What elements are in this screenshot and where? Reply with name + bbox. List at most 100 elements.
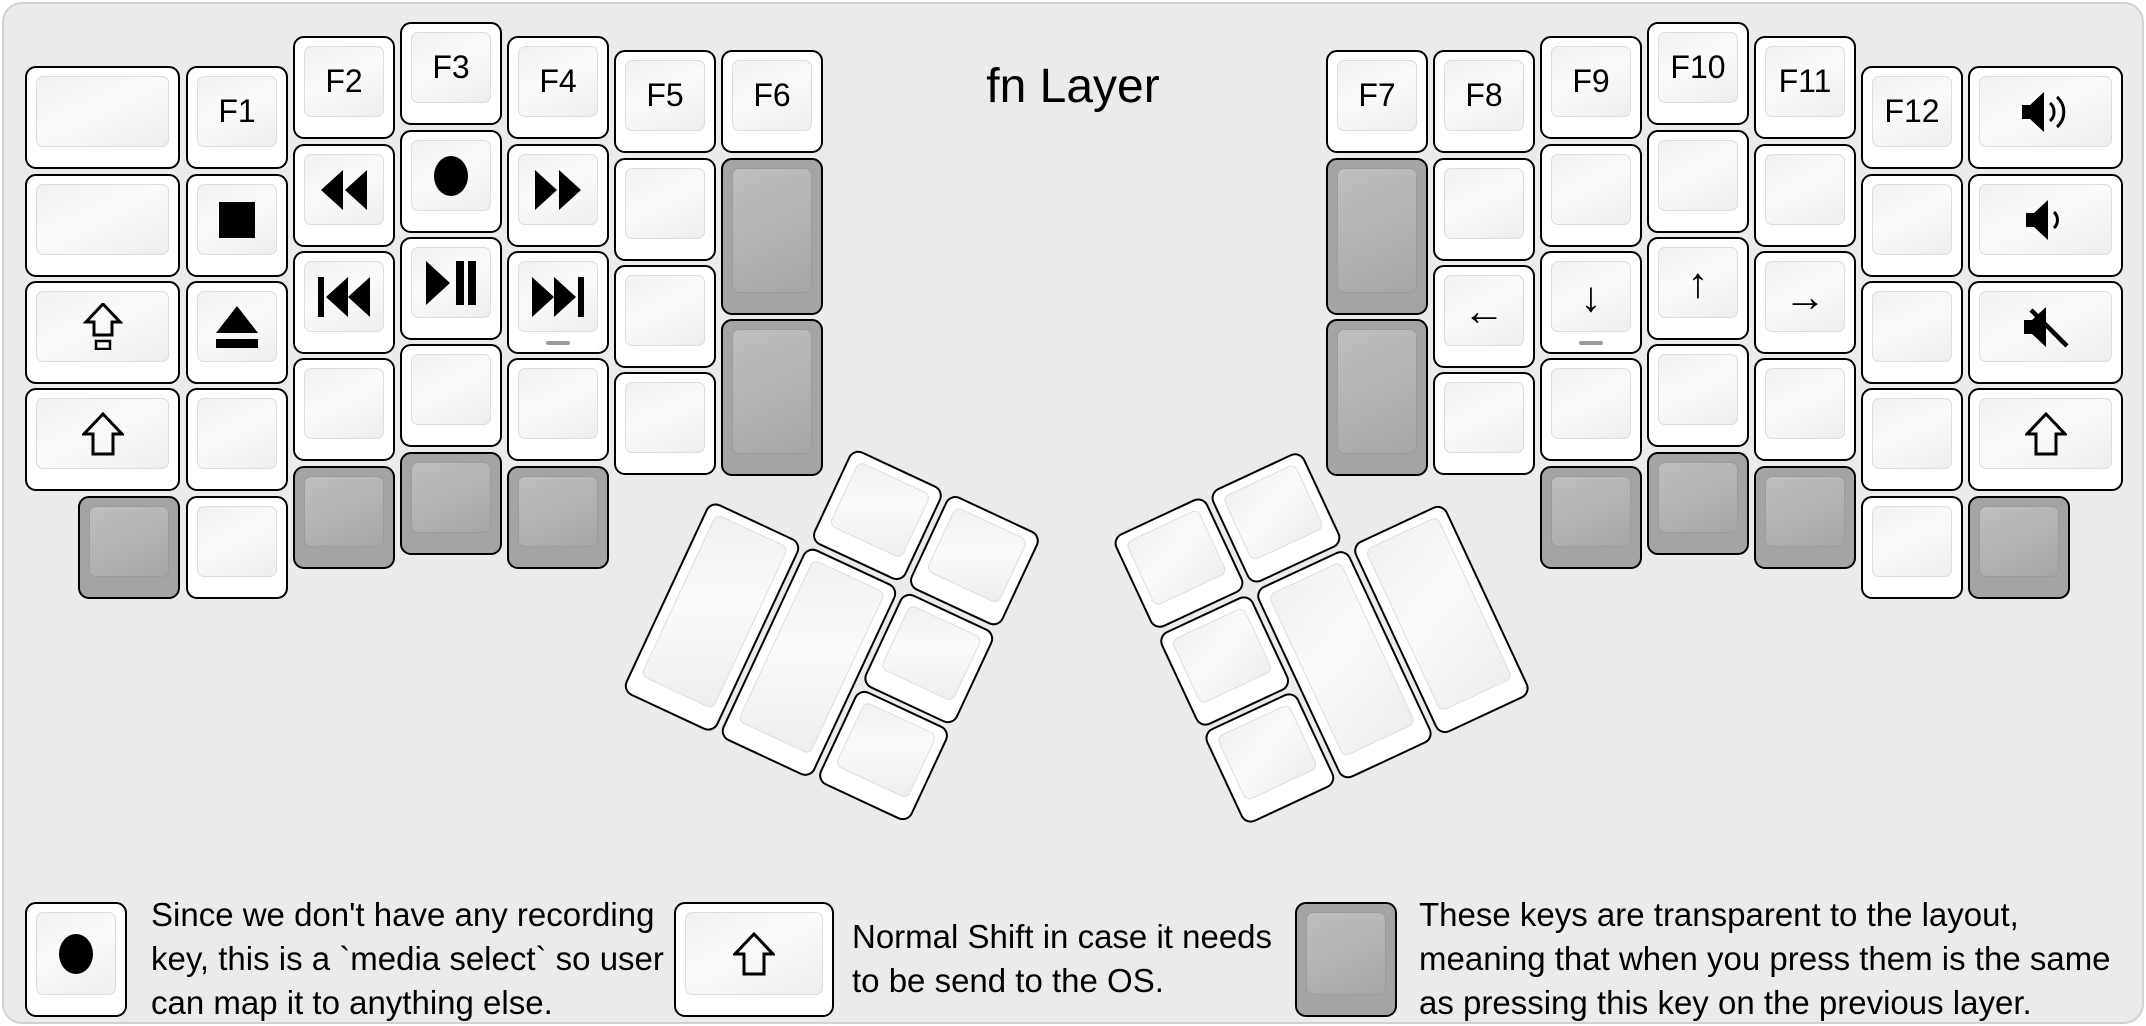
key-legend-text: → xyxy=(1784,272,1826,320)
key-transparent[interactable] xyxy=(507,466,609,569)
key-legend-text: F3 xyxy=(432,49,470,85)
playpause-icon xyxy=(426,260,476,305)
key-blank[interactable] xyxy=(400,344,502,447)
key-blank[interactable] xyxy=(186,388,288,491)
keycap-face: F2 xyxy=(304,46,384,117)
key-eject[interactable] xyxy=(186,281,288,384)
key-f7[interactable]: F7 xyxy=(1326,50,1428,153)
key-stop[interactable] xyxy=(186,174,288,277)
keycap-face xyxy=(1979,76,2112,147)
key-legend-text: F10 xyxy=(1670,49,1726,85)
key-rewind[interactable] xyxy=(293,144,395,247)
keycap-face xyxy=(89,506,169,577)
key-f2[interactable]: F2 xyxy=(293,36,395,139)
keycap-face xyxy=(518,154,598,225)
key-shift[interactable] xyxy=(25,388,180,491)
key-f5[interactable]: F5 xyxy=(614,50,716,153)
key-blank[interactable] xyxy=(1861,281,1963,384)
key-f11[interactable]: F11 xyxy=(1754,36,1856,139)
keycap-face xyxy=(685,912,823,995)
key-next-track[interactable] xyxy=(507,251,609,354)
key-blank[interactable] xyxy=(507,358,609,461)
homing-dash xyxy=(546,341,570,345)
key-f4[interactable]: F4 xyxy=(507,36,609,139)
key-blank[interactable] xyxy=(1433,158,1535,261)
next-icon xyxy=(532,276,584,317)
key-f6[interactable]: F6 xyxy=(721,50,823,153)
key-transparent[interactable] xyxy=(1754,466,1856,569)
keycap-face xyxy=(411,354,491,425)
keycap-face xyxy=(304,368,384,439)
stop-icon xyxy=(218,201,256,239)
key-record[interactable] xyxy=(400,130,502,233)
keycap-face xyxy=(197,291,277,362)
keycap-face xyxy=(518,261,598,332)
key-blank[interactable] xyxy=(1754,144,1856,247)
key-f12[interactable]: F12 xyxy=(1861,66,1963,169)
key-blank[interactable] xyxy=(1647,344,1749,447)
key-transparent[interactable] xyxy=(1326,319,1428,476)
key-f10[interactable]: F10 xyxy=(1647,22,1749,125)
legend-text-line: meaning that when you press them is the … xyxy=(1419,940,2111,977)
key-volume-up[interactable] xyxy=(1968,66,2123,169)
key-blank[interactable] xyxy=(1433,372,1535,475)
key-blank[interactable] xyxy=(293,358,395,461)
key-play-pause[interactable] xyxy=(400,237,502,340)
key-legend-text: F9 xyxy=(1572,63,1610,99)
key-blank[interactable] xyxy=(614,158,716,261)
key-transparent[interactable] xyxy=(1540,466,1642,569)
key-f3[interactable]: F3 xyxy=(400,22,502,125)
keycap-face xyxy=(36,184,169,255)
key-f8[interactable]: F8 xyxy=(1433,50,1535,153)
key-arrow-down[interactable]: ↓ xyxy=(1540,251,1642,354)
key-transparent[interactable] xyxy=(721,319,823,476)
key-transparent[interactable] xyxy=(1647,452,1749,555)
key-blank[interactable] xyxy=(1861,496,1963,599)
key-caps-lock[interactable] xyxy=(25,281,180,384)
key-prev-track[interactable] xyxy=(293,251,395,354)
key-f1[interactable]: F1 xyxy=(186,66,288,169)
shift-icon xyxy=(2024,411,2067,456)
key-volume-down[interactable] xyxy=(1968,174,2123,277)
key-blank[interactable] xyxy=(1540,144,1642,247)
key-transparent[interactable] xyxy=(1326,158,1428,315)
legend-text-line: can map it to anything else. xyxy=(151,984,553,1021)
key-blank[interactable] xyxy=(1540,358,1642,461)
key-transparent[interactable] xyxy=(400,452,502,555)
keycap-face xyxy=(518,476,598,547)
key-blank[interactable] xyxy=(25,174,180,277)
key-transparent[interactable] xyxy=(293,466,395,569)
key-transparent[interactable] xyxy=(78,496,180,599)
keycap-face xyxy=(518,368,598,439)
key-shift[interactable] xyxy=(1968,388,2123,491)
keycap-face xyxy=(828,460,932,560)
key-blank[interactable] xyxy=(1861,388,1963,491)
key-legend-text: F1 xyxy=(218,93,256,129)
key-blank[interactable] xyxy=(186,496,288,599)
key-blank[interactable] xyxy=(1754,358,1856,461)
key-f9[interactable]: F9 xyxy=(1540,36,1642,139)
ff-icon xyxy=(534,169,582,210)
key-blank[interactable] xyxy=(614,265,716,368)
key-blank[interactable] xyxy=(614,372,716,475)
key-arrow-right[interactable]: → xyxy=(1754,251,1856,354)
keycap-face: F1 xyxy=(197,76,277,147)
key-arrow-left[interactable]: ← xyxy=(1433,265,1535,368)
keycap-face xyxy=(1170,606,1274,705)
key-blank[interactable] xyxy=(25,66,180,169)
key-transparent[interactable] xyxy=(721,158,823,315)
key-mute[interactable] xyxy=(1968,281,2123,384)
key-fast-forward[interactable] xyxy=(507,144,609,247)
key-blank[interactable] xyxy=(1647,130,1749,233)
key-blank[interactable] xyxy=(1861,174,1963,277)
voldown-icon xyxy=(2024,198,2068,242)
key-legend-text: ↓ xyxy=(1580,272,1602,320)
keycap-face xyxy=(1872,184,1952,255)
keycap-face: F9 xyxy=(1551,46,1631,117)
layer-title: fn Layer xyxy=(986,60,1160,113)
keycap-face xyxy=(411,247,491,318)
key-transparent[interactable] xyxy=(1968,496,2070,599)
keycap-face xyxy=(1979,291,2112,362)
key-arrow-up[interactable]: ↑ xyxy=(1647,237,1749,340)
